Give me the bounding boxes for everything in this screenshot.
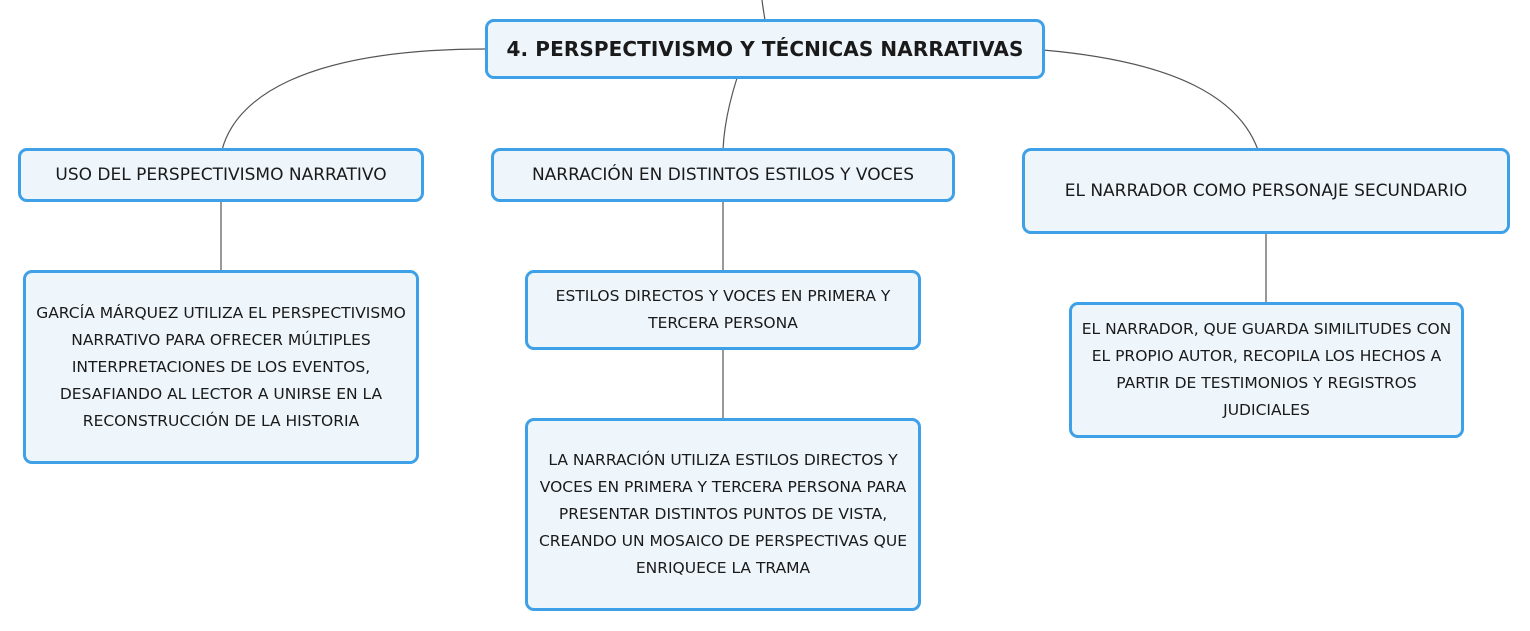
connector-parent-to-root xyxy=(761,0,766,21)
root-topic[interactable]: 4. PERSPECTIVISMO Y TÉCNICAS NARRATIVAS xyxy=(485,19,1045,79)
leaf-topic-narracion-mosaico[interactable]: LA NARRACIÓN UTILIZA ESTILOS DIRECTOS Y … xyxy=(525,418,921,611)
branch-topic-label: NARRACIÓN EN DISTINTOS ESTILOS Y VOCES xyxy=(531,165,915,185)
leaf-topic-text: LA NARRACIÓN UTILIZA ESTILOS DIRECTOS Y … xyxy=(538,451,908,577)
root-topic-label: 4. PERSPECTIVISMO Y TÉCNICAS NARRATIVAS xyxy=(506,37,1024,61)
branch-topic-perspectivismo[interactable]: USO DEL PERSPECTIVISMO NARRATIVO xyxy=(18,148,424,202)
leaf-topic-text: GARCÍA MÁRQUEZ UTILIZA EL PERSPECTIVISMO… xyxy=(36,303,406,430)
leaf-topic-narrador-autor[interactable]: EL NARRADOR, QUE GUARDA SIMILITUDES CON … xyxy=(1069,302,1464,438)
leaf-topic-estilos-directos[interactable]: ESTILOS DIRECTOS Y VOCES EN PRIMERA Y TE… xyxy=(525,270,921,350)
branch-topic-label: USO DEL PERSPECTIVISMO NARRATIVO xyxy=(55,165,387,185)
branch-topic-estilos-voces[interactable]: NARRACIÓN EN DISTINTOS ESTILOS Y VOCES xyxy=(491,148,955,202)
leaf-topic-text: ESTILOS DIRECTOS Y VOCES EN PRIMERA Y TE… xyxy=(555,287,891,332)
branch-topic-label: EL NARRADOR COMO PERSONAJE SECUNDARIO xyxy=(1064,181,1468,201)
connector-root-to-branch-1 xyxy=(221,48,488,151)
branch-topic-narrador[interactable]: EL NARRADOR COMO PERSONAJE SECUNDARIO xyxy=(1022,148,1510,234)
leaf-topic-perspectivismo[interactable]: GARCÍA MÁRQUEZ UTILIZA EL PERSPECTIVISMO… xyxy=(23,270,419,464)
connector-root-to-branch-2 xyxy=(722,77,738,151)
connector-root-to-branch-3 xyxy=(1042,49,1259,151)
leaf-topic-text: EL NARRADOR, QUE GUARDA SIMILITUDES CON … xyxy=(1081,320,1452,419)
